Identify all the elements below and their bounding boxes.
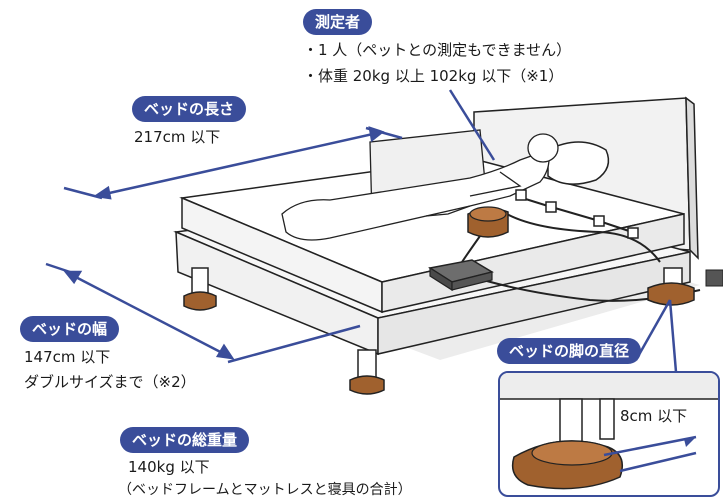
bed-width-value: 147cm 以下	[24, 348, 111, 366]
measurer-label: 測定者	[303, 9, 373, 35]
pillow	[547, 141, 610, 185]
measurer-line-1: ・1 人（ペットとの測定もできません）	[303, 41, 572, 59]
leg-diameter-value: 8cm 以下	[620, 407, 688, 425]
total-weight-label: ベッドの総重量	[120, 427, 250, 453]
sensor-pad-top	[467, 206, 509, 238]
control-box	[428, 259, 494, 292]
clips	[515, 189, 639, 239]
dimension-lines	[45, 89, 678, 373]
leg-diameter-label: ベッドの脚の直径	[497, 338, 642, 364]
measurer-line-2: ・体重 20kg 以上 102kg 以下（※1）	[303, 67, 564, 85]
bed-legs	[183, 267, 695, 395]
total-weight-value: 140kg 以下	[128, 458, 210, 476]
total-weight-note: （ベッドフレームとマットレスと寝具の合計）	[118, 482, 412, 498]
bed-length-label: ベッドの長さ	[132, 96, 247, 122]
bed-length-value: 217cm 以下	[134, 128, 221, 146]
leg-detail-inset: 8cm 以下	[498, 371, 720, 497]
leg-detail-drawing	[500, 373, 718, 490]
power-adapter	[705, 269, 723, 287]
bed-width-note: ダブルサイズまで（※2）	[24, 373, 196, 391]
bed-width-label: ベッドの幅	[20, 316, 120, 342]
person-figure	[281, 133, 559, 241]
